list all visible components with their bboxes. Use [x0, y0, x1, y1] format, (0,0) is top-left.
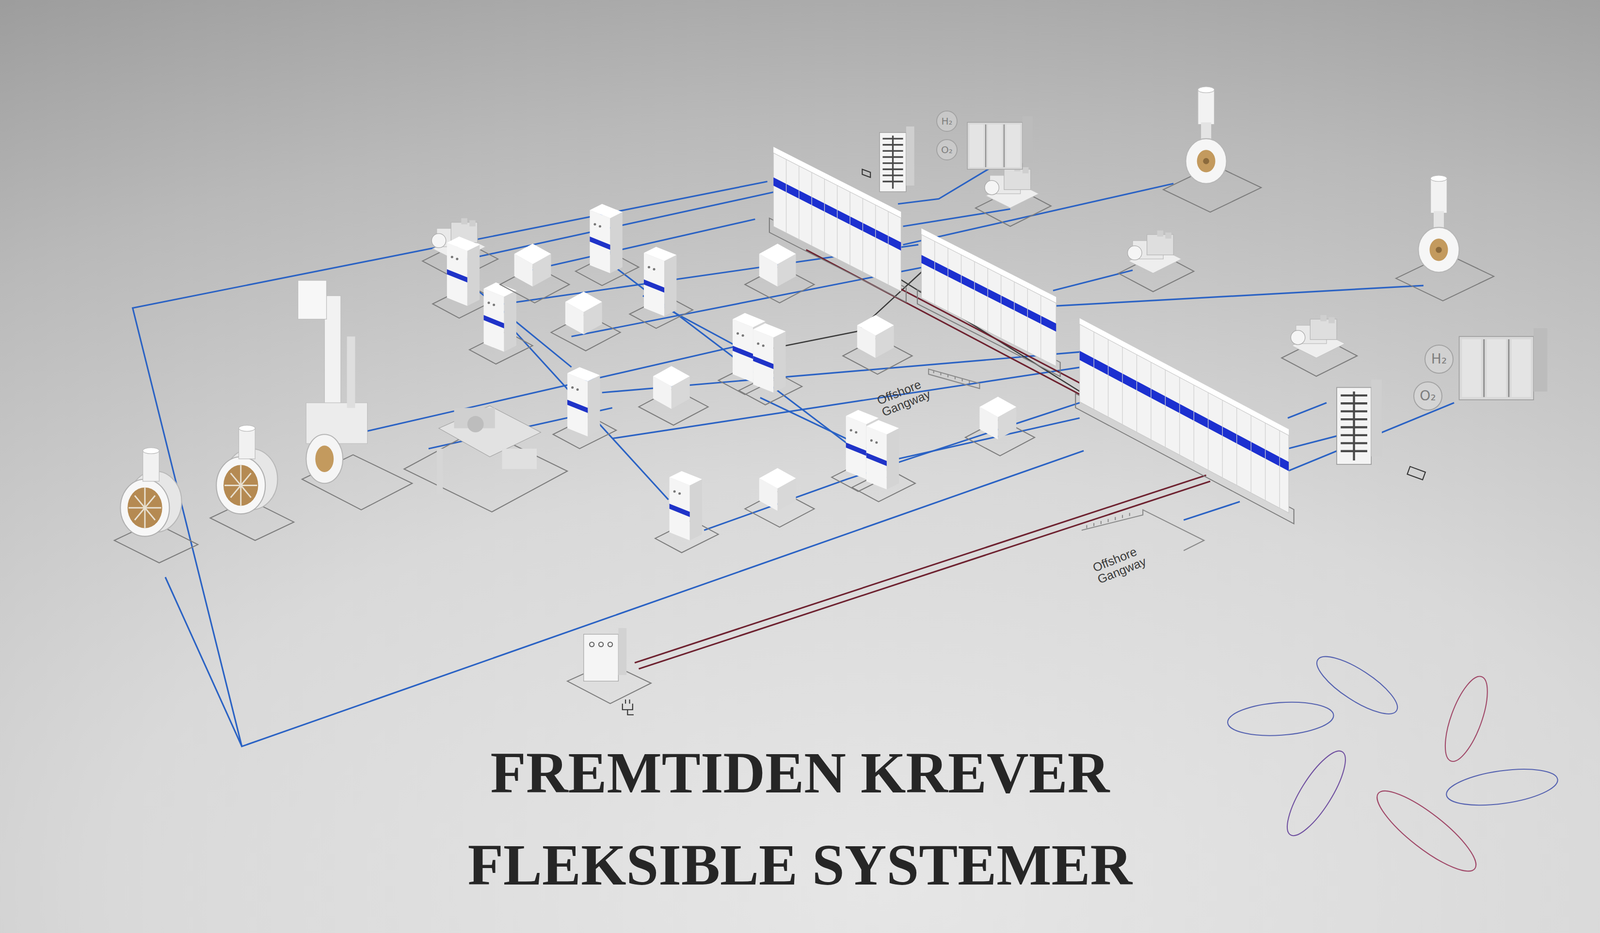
shore-connection [567, 628, 652, 716]
gas-symbol: H₂ [1431, 352, 1447, 367]
gas-symbol: O₂ [1419, 389, 1436, 403]
power-lines [132, 165, 1455, 747]
switchboard [1075, 316, 1294, 525]
gas-circle: O₂ [936, 139, 958, 161]
logo-mark [1226, 647, 1561, 883]
equipment-label: Offshore Gangway [875, 375, 933, 419]
gas-circle: O₂ [1413, 381, 1443, 411]
gas-symbol: O₂ [941, 144, 953, 155]
equipment-label: Offshore Gangway [1090, 543, 1149, 586]
page-title: FREMTIDEN KREVER FLEKSIBLE SYSTEMER [363, 727, 1237, 912]
switchboard [769, 144, 907, 303]
switchboard [917, 226, 1061, 377]
azimuth-column [298, 280, 413, 511]
gas-symbol: H₂ [941, 116, 953, 127]
shore-lines [634, 244, 1211, 670]
control-desk [403, 405, 568, 512]
gas-circle: H₂ [936, 110, 958, 132]
equipment [114, 86, 1548, 716]
gas-circle: H₂ [1424, 344, 1454, 374]
